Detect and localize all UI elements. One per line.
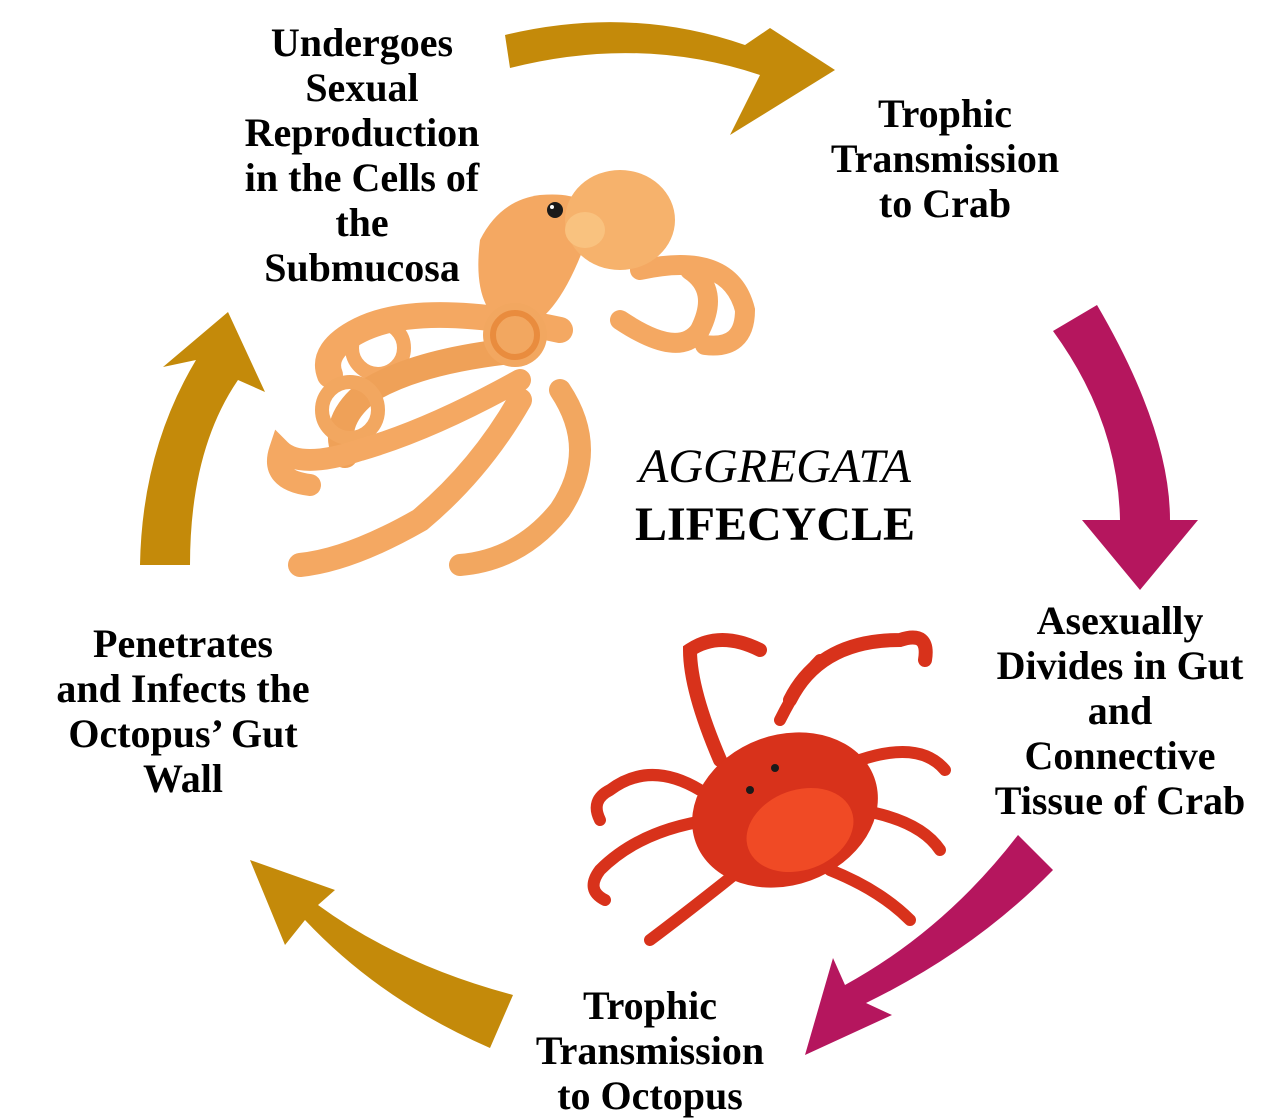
stage-trophic-transmission-crab: Trophic Transmission to Crab: [800, 91, 1090, 226]
arrow-bottomleft-gold: [250, 860, 513, 1048]
stage-penetrates-gut-wall: Penetrates and Infects the Octopus’ Gut …: [28, 621, 338, 801]
arrow-right-magenta: [1053, 305, 1198, 590]
diagram-title: AGGREGATA LIFECYCLE: [590, 438, 960, 554]
arrow-left-gold: [140, 312, 265, 565]
stage-sexual-reproduction: Undergoes Sexual Reproduction in the Cel…: [222, 20, 502, 290]
arrow-bottomright-magenta: [805, 835, 1053, 1055]
title-genus: AGGREGATA: [590, 438, 960, 496]
stage-asexual-division: Asexually Divides in Gut and Connective …: [970, 598, 1267, 823]
title-lifecycle: LIFECYCLE: [590, 496, 960, 554]
stage-trophic-transmission-octopus: Trophic Transmission to Octopus: [510, 983, 790, 1118]
arrow-top-gold: [505, 22, 835, 135]
crab-illustration: [594, 638, 945, 941]
